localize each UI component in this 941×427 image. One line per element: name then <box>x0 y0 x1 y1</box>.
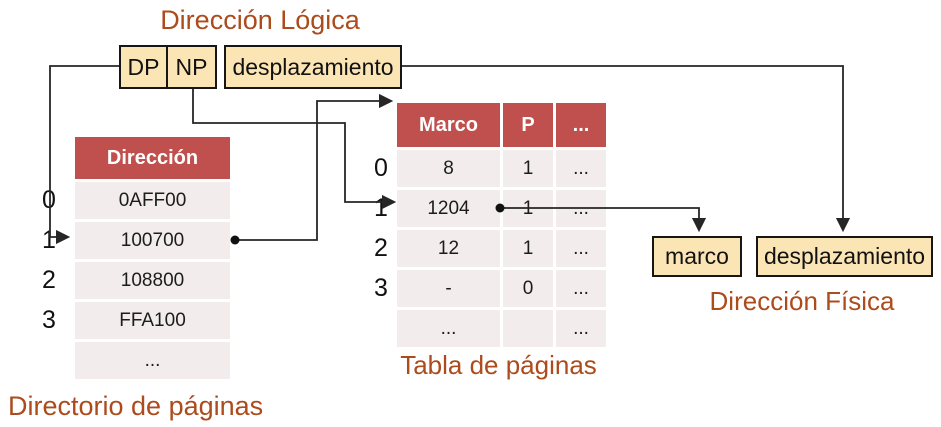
dp-field: DP <box>119 45 168 89</box>
directory-row-label: 1 <box>42 226 56 254</box>
page-table-header-marco: Marco <box>397 103 500 147</box>
directory-row: FFA100 <box>75 302 230 339</box>
directory-row: 108800 <box>75 262 230 299</box>
page-table-cell: ... <box>556 190 606 227</box>
directory-row: 100700 <box>75 222 230 259</box>
directory-row-label: 0 <box>42 186 56 214</box>
page-table-cell: ... <box>397 310 500 347</box>
directory-entry-dot <box>230 235 240 245</box>
directory-row-label: 3 <box>42 306 56 334</box>
page-table-cell: ... <box>556 310 606 347</box>
directory-row: ... <box>75 342 230 379</box>
physical-offset-field: desplazamiento <box>756 236 933 277</box>
page-table-header-p: P <box>503 103 553 147</box>
physical-marco-field: marco <box>652 236 742 277</box>
page-table-cell: ... <box>556 230 606 267</box>
page-table-cell: ... <box>556 270 606 307</box>
page-directory-table: Dirección 0AFF00 100700 108800 FFA100 ..… <box>75 137 230 379</box>
physical-address-caption: Dirección Física <box>709 286 895 316</box>
page-table-cell: ... <box>556 150 606 187</box>
page-table-header-dots: ... <box>556 103 606 147</box>
page-table-cell: 1 <box>503 190 553 227</box>
page-table-row-label: 0 <box>374 154 388 182</box>
page-table-cell: 1 <box>503 230 553 267</box>
page-table-cell: 12 <box>397 230 500 267</box>
page-table-cell: 1 <box>503 150 553 187</box>
directory-row-label: 2 <box>42 266 56 294</box>
page-table: Marco P ... 8 1 ... 1204 1 ... 12 1 ... … <box>397 103 606 347</box>
page-table-row-label: 1 <box>374 194 388 222</box>
page-table-row-label: 3 <box>374 274 388 302</box>
page-table-row-label: 2 <box>374 234 388 262</box>
page-table-cell <box>503 310 553 347</box>
page-table-cell: 1204 <box>397 190 500 227</box>
page-table-caption: Tabla de páginas <box>400 350 597 380</box>
directory-caption: Directorio de páginas <box>8 391 264 421</box>
directory-header: Dirección <box>75 137 230 179</box>
page-table-cell: 8 <box>397 150 500 187</box>
logical-address-dp-np-group: DP NP <box>119 45 217 89</box>
page-table-cell: - <box>397 270 500 307</box>
logical-offset-field: desplazamiento <box>224 45 402 89</box>
np-field: NP <box>166 45 217 89</box>
logical-address-title: Dirección Lógica <box>160 5 360 35</box>
page-table-cell: 0 <box>503 270 553 307</box>
directory-row: 0AFF00 <box>75 182 230 219</box>
